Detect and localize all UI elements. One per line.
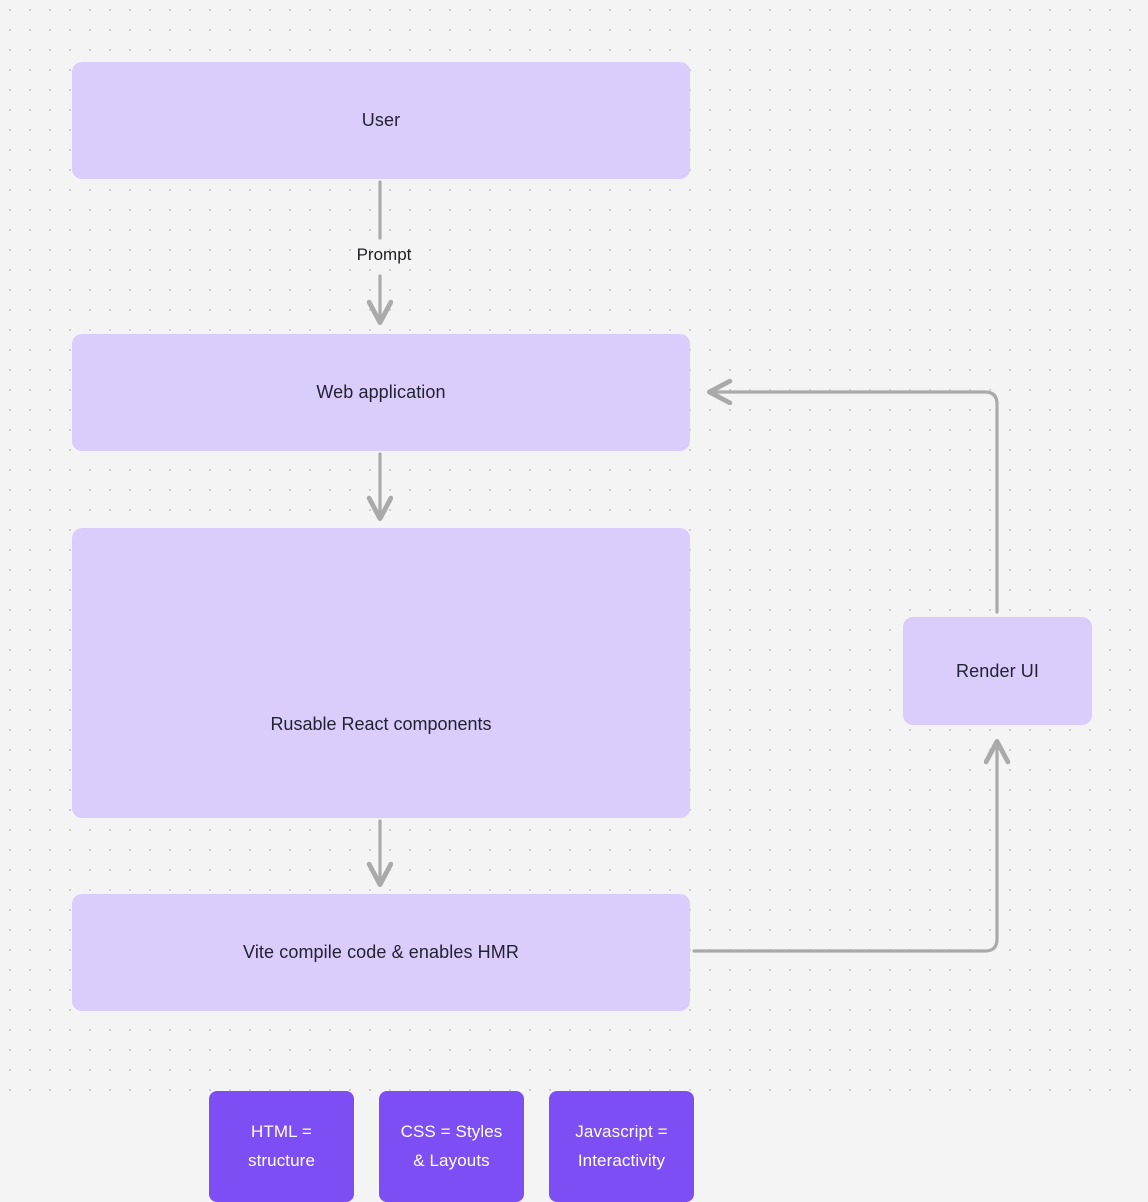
- node-javascript-label: Javascript = Interactivity: [575, 1121, 668, 1170]
- node-javascript[interactable]: Javascript = Interactivity: [549, 1091, 694, 1202]
- node-vite[interactable]: Vite compile code & enables HMR: [72, 894, 690, 1011]
- node-user-label: User: [361, 110, 401, 131]
- node-components-group[interactable]: HTML = structure CSS = Styles & Layouts …: [72, 528, 694, 1202]
- edge-render-to-webapp: [710, 392, 999, 614]
- node-css-label: CSS = Styles & Layouts: [400, 1121, 503, 1170]
- node-render-ui[interactable]: Render UI: [903, 617, 1092, 725]
- node-components-group-caption: Rusable React components: [270, 714, 492, 734]
- node-render-ui-label: Render UI: [956, 660, 1039, 681]
- node-web-application[interactable]: Web application: [72, 334, 690, 451]
- node-css[interactable]: CSS = Styles & Layouts: [379, 1091, 524, 1202]
- node-web-application-label: Web application: [316, 382, 446, 403]
- node-html[interactable]: HTML = structure: [209, 1091, 354, 1202]
- edge-vite-to-render: [692, 742, 997, 953]
- node-vite-label: Vite compile code & enables HMR: [243, 942, 519, 963]
- edge-label-prompt: Prompt: [356, 245, 412, 264]
- node-user[interactable]: User: [72, 62, 690, 179]
- node-html-label: HTML = structure: [247, 1121, 316, 1170]
